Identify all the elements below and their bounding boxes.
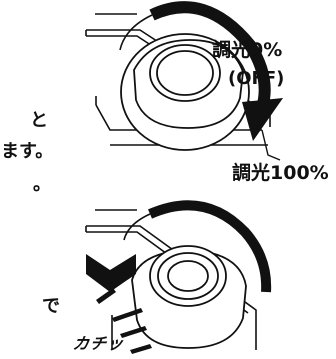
click-lines-icon xyxy=(96,288,152,354)
text-fragment: と xyxy=(30,110,48,131)
bottom-arrow-icon xyxy=(123,200,272,293)
press-down-arrow-icon xyxy=(86,254,136,292)
text-fragment: で xyxy=(42,296,60,317)
text-fragment: ます。 xyxy=(1,141,54,162)
dim100-pointer xyxy=(261,129,281,161)
click-sound-label: カチッ xyxy=(71,334,126,353)
dim-100-label: 調光100% xyxy=(232,162,329,184)
knob-pushed-icon xyxy=(131,245,247,349)
dim-0-label: 調光0% xyxy=(212,39,283,61)
knob-icon xyxy=(120,33,250,151)
text-fragment: 。 xyxy=(33,174,51,195)
off-label: (OFF) xyxy=(228,68,285,89)
knob-turn-arrow-icon xyxy=(119,1,283,141)
